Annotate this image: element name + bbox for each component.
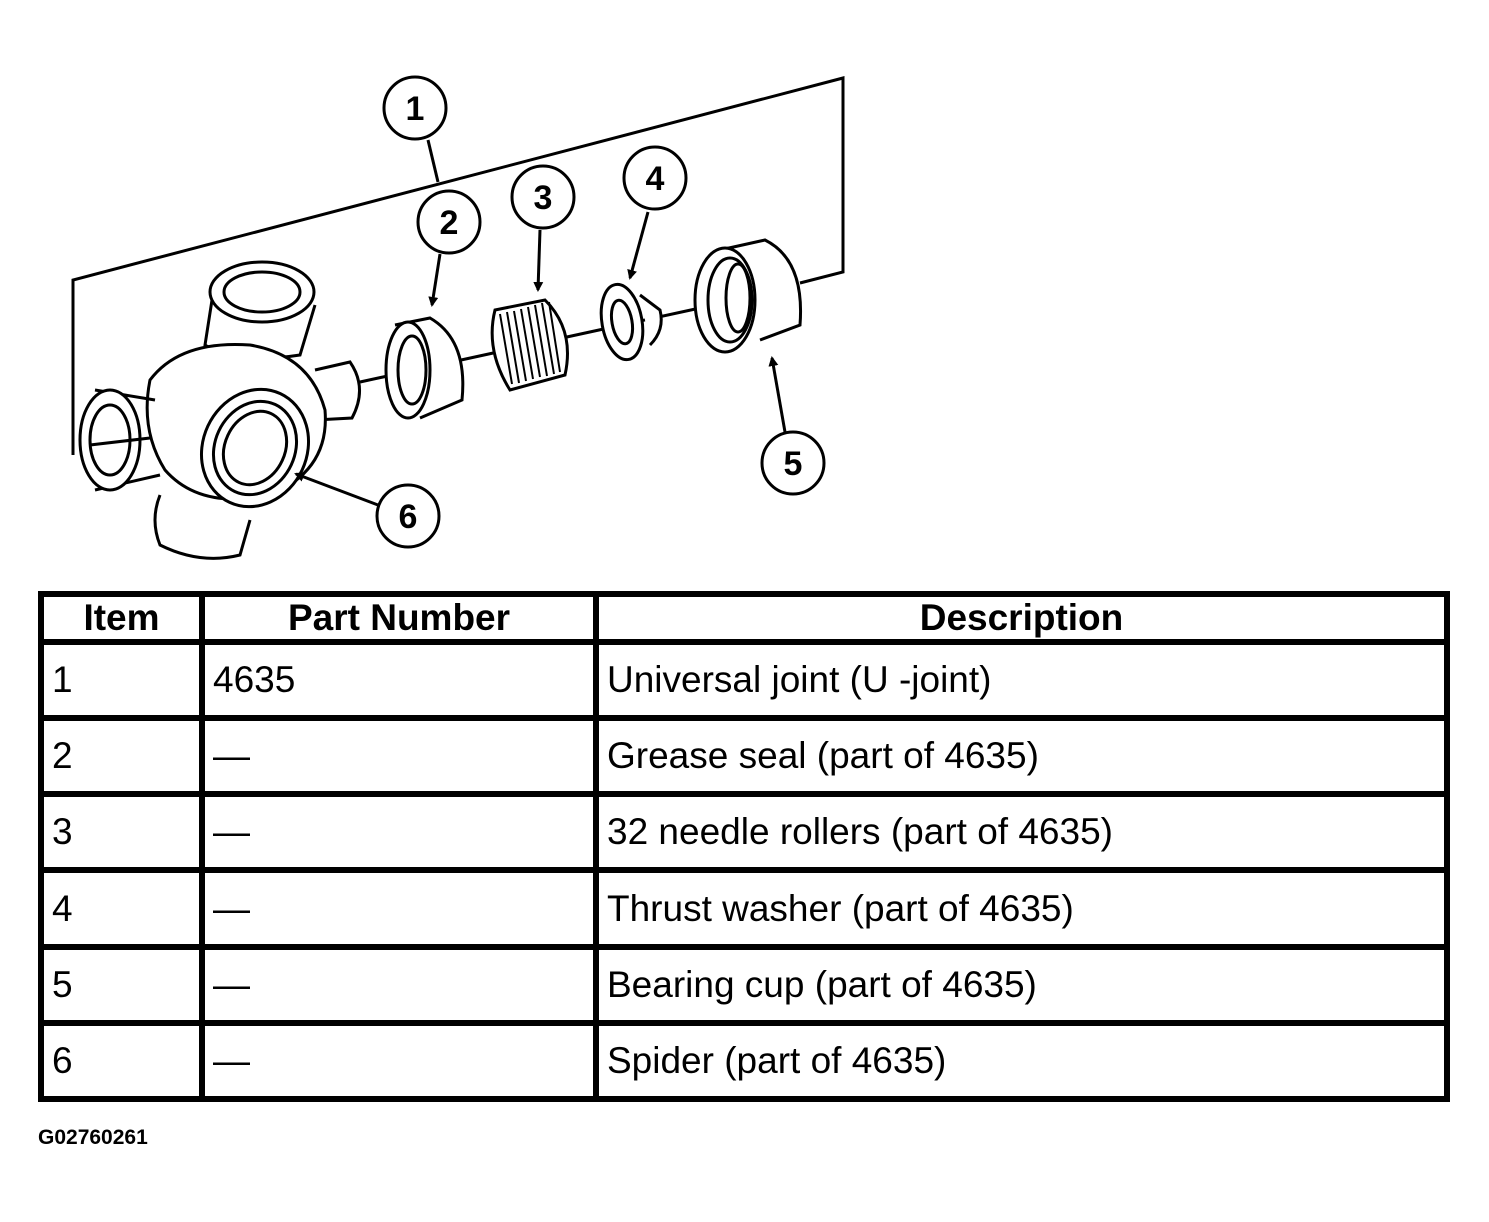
table-row: 2 — Grease seal (part of 4635) — [38, 715, 1450, 798]
figure-id: G02760261 — [38, 1126, 148, 1149]
callout-2: 2 — [416, 189, 482, 255]
part-number-cell: — — [199, 1019, 599, 1103]
item-cell: 3 — [38, 791, 205, 874]
table-row: 1 4635 Universal joint (U -joint) — [38, 638, 1450, 722]
spider-part — [78, 260, 361, 560]
callout-5: 5 — [760, 430, 826, 496]
part-number-cell: — — [199, 943, 599, 1026]
table-row: 5 — Bearing cup (part of 4635) — [38, 943, 1450, 1026]
description-cell: Bearing cup (part of 4635) — [593, 943, 1450, 1026]
description-cell: Thrust washer (part of 4635) — [593, 867, 1450, 950]
thrust-washer-part — [599, 282, 663, 362]
item-cell: 4 — [38, 867, 205, 950]
item-cell: 2 — [38, 715, 205, 798]
part-number-cell: — — [199, 791, 599, 874]
callout-4: 4 — [622, 145, 688, 211]
description-cell: Universal joint (U -joint) — [593, 638, 1450, 722]
description-cell: Spider (part of 4635) — [593, 1019, 1450, 1103]
table-row: 6 — Spider (part of 4635) — [38, 1019, 1450, 1103]
callout-1: 1 — [382, 75, 448, 141]
description-cell: 32 needle rollers (part of 4635) — [593, 791, 1450, 874]
callout-3: 3 — [510, 164, 576, 230]
callout-3-label: 3 — [534, 179, 553, 217]
table-row: 4 — Thrust washer (part of 4635) — [38, 867, 1450, 950]
item-cell: 6 — [38, 1019, 205, 1103]
bearing-cup-part — [693, 238, 803, 354]
callout-4-label: 4 — [646, 160, 665, 198]
assembly-bracket — [71, 76, 845, 455]
callout-1-label: 1 — [406, 90, 425, 128]
leader-lines — [294, 139, 787, 507]
grease-seal-part — [384, 316, 465, 420]
part-number-cell: — — [199, 715, 599, 798]
parts-table: Item Part Number Description 1 4635 Univ… — [38, 591, 1450, 1103]
part-number-cell: 4635 — [199, 638, 599, 722]
header-item: Item — [38, 591, 205, 645]
header-description: Description — [593, 591, 1450, 645]
description-cell: Grease seal (part of 4635) — [593, 715, 1450, 798]
needle-rollers-part — [490, 298, 569, 392]
item-cell: 1 — [38, 638, 205, 722]
table-row: 3 — 32 needle rollers (part of 4635) — [38, 791, 1450, 874]
table-header-row: Item Part Number Description — [38, 591, 1450, 645]
callout-6: 6 — [375, 483, 441, 549]
callout-5-label: 5 — [784, 445, 803, 483]
part-number-cell: — — [199, 867, 599, 950]
callout-2-label: 2 — [440, 204, 459, 242]
callout-6-label: 6 — [399, 498, 418, 536]
exploded-view-diagram: 1 2 3 4 5 6 — [0, 0, 1489, 580]
header-part-number: Part Number — [199, 591, 599, 645]
item-cell: 5 — [38, 943, 205, 1026]
